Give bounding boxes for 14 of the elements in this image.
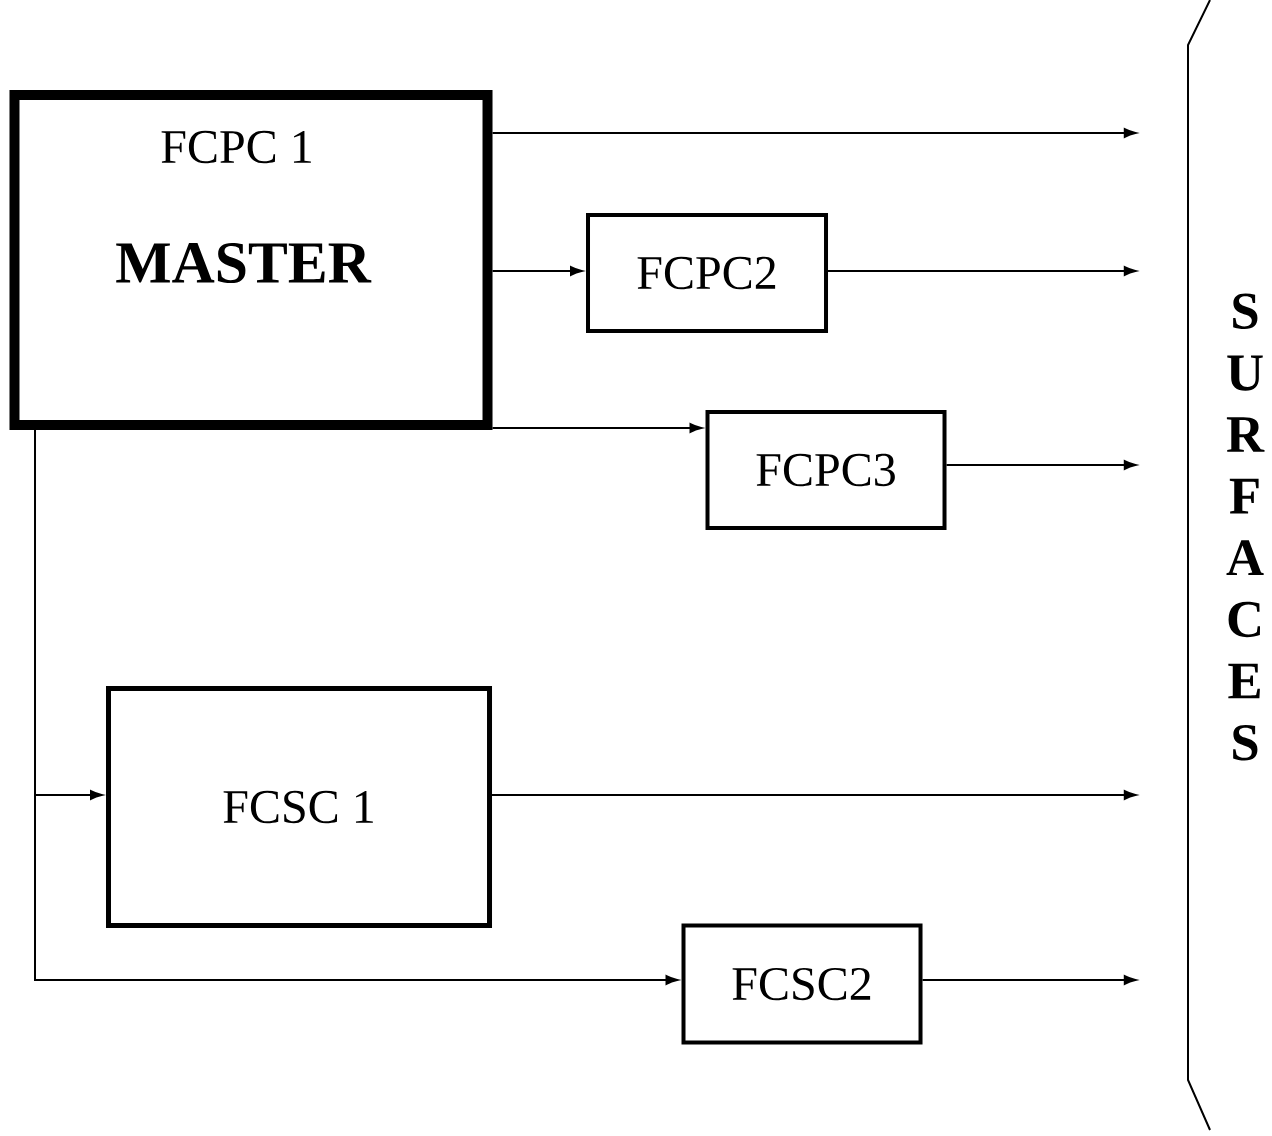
arrow xyxy=(827,266,1137,276)
controller-box: FCPC3 xyxy=(705,410,947,530)
arrow xyxy=(921,975,1137,985)
controller-box: FCSC2 xyxy=(681,923,923,1045)
controller-box: FCPC2 xyxy=(586,213,828,333)
arrow xyxy=(491,128,1137,138)
arrow xyxy=(491,423,703,433)
arrow xyxy=(34,429,679,985)
surfaces-bracket: SURFACES xyxy=(1187,0,1265,1131)
controller-box: FCSC 1 xyxy=(106,686,492,928)
master-box: FCPC 1 MASTER xyxy=(9,90,493,430)
arrow xyxy=(491,266,583,276)
arrow xyxy=(945,460,1137,470)
arrow xyxy=(491,790,1137,800)
